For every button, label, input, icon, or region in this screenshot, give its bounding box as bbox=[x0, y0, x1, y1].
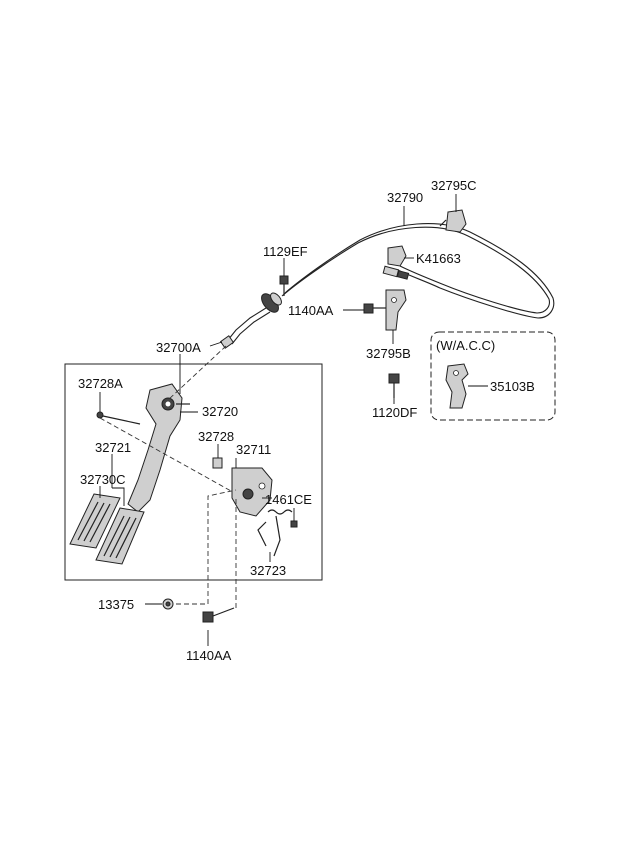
label-32790: 32790 bbox=[387, 190, 423, 205]
label-k41663: K41663 bbox=[416, 251, 461, 266]
label-32730c: 32730C bbox=[80, 472, 126, 487]
part-labels: 32790 32795C 1129EF K41663 1140AA 32795B… bbox=[78, 178, 535, 663]
label-32795b: 32795B bbox=[366, 346, 411, 361]
label-32723: 32723 bbox=[250, 563, 286, 578]
label-13375: 13375 bbox=[98, 597, 134, 612]
clip-1461ce bbox=[290, 520, 298, 528]
bolt-1129ef bbox=[279, 275, 289, 296]
label-32728: 32728 bbox=[198, 429, 234, 444]
bolt-1120df bbox=[388, 373, 400, 398]
nut-13375 bbox=[162, 598, 174, 610]
label-1140aa-bottom: 1140AA bbox=[186, 648, 232, 663]
bolt-1140aa-top bbox=[363, 303, 386, 314]
label-1140aa-top: 1140AA bbox=[288, 303, 334, 318]
wacc-box bbox=[430, 331, 556, 421]
label-32700a: 32700A bbox=[156, 340, 201, 355]
bracket-32711 bbox=[231, 467, 273, 517]
spring-32723 bbox=[257, 509, 293, 557]
bushing-32728 bbox=[212, 457, 223, 469]
clip-k41663 bbox=[387, 245, 407, 267]
pin-32728a bbox=[96, 411, 141, 425]
accelerator-cable bbox=[219, 223, 555, 349]
bracket-32795b bbox=[385, 289, 407, 331]
label-32711: 32711 bbox=[236, 442, 271, 457]
label-wacc: (W/A.C.C) bbox=[436, 338, 495, 353]
bracket-35103b bbox=[445, 363, 469, 409]
label-1461ce: 1461CE bbox=[265, 492, 312, 507]
label-35103b: 35103B bbox=[490, 379, 535, 394]
label-32720: 32720 bbox=[202, 404, 238, 419]
bracket-32795c bbox=[439, 209, 467, 233]
label-1129ef: 1129EF bbox=[263, 244, 308, 259]
label-32721: 32721 bbox=[95, 440, 131, 455]
leader-lines bbox=[99, 194, 488, 646]
label-1120df: 1120DF bbox=[372, 405, 417, 420]
pedal-assembly-box bbox=[64, 363, 323, 581]
bolt-1140aa-bottom bbox=[202, 607, 235, 623]
pedal-arm-32720 bbox=[127, 383, 190, 513]
label-32795c: 32795C bbox=[431, 178, 477, 193]
pedal-rubber-32721 bbox=[69, 493, 121, 549]
label-32728a: 32728A bbox=[78, 376, 123, 391]
pedal-pad-32730c bbox=[95, 507, 145, 565]
